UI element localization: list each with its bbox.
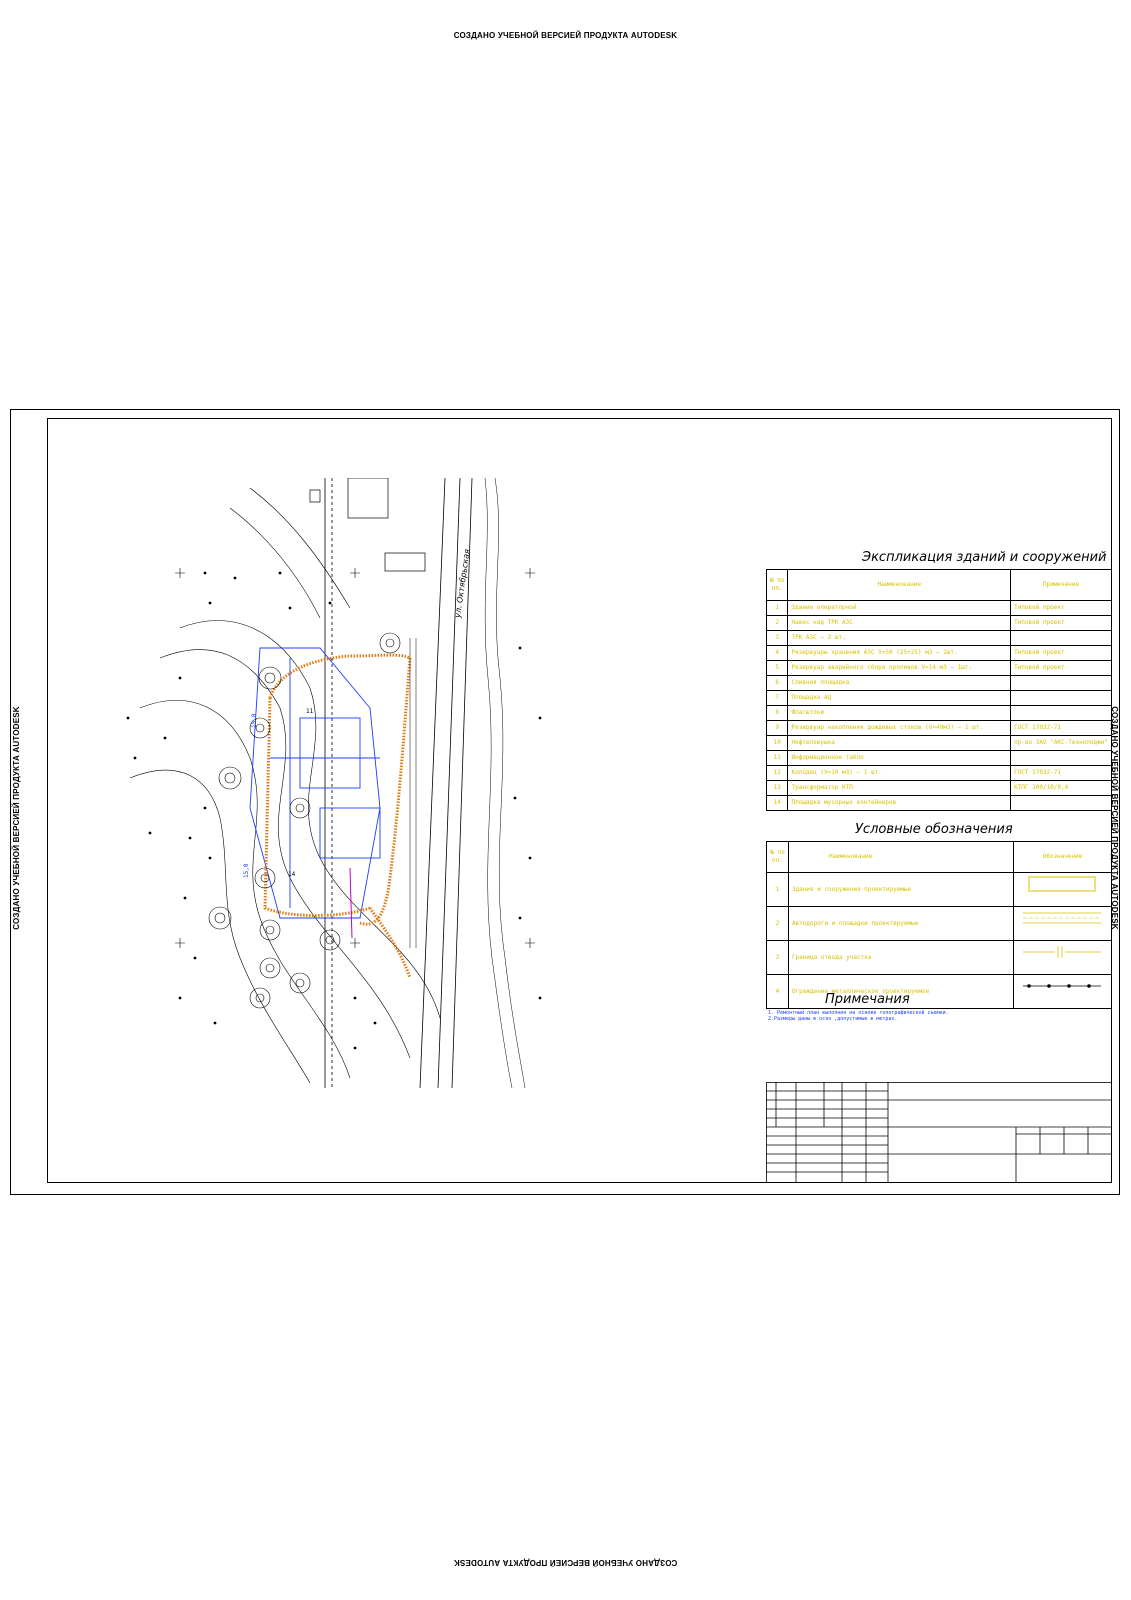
row-note <box>1010 750 1112 766</box>
row-name: Здания и сооружения проектируемые <box>787 872 1014 907</box>
row-name: Информационное табло <box>787 750 1012 766</box>
symbol-road <box>1012 906 1113 941</box>
row-note <box>1010 630 1112 646</box>
row-num: 8 <box>765 705 789 721</box>
header-symbol: Обозначение <box>1012 841 1113 873</box>
symbol-building <box>1012 872 1113 907</box>
header-num: № по пл. <box>765 569 789 601</box>
row-num: 12 <box>765 765 789 781</box>
row-note: Типовой проект <box>1010 600 1112 616</box>
row-num: 4 <box>765 645 789 661</box>
dimension-label: 15,0 <box>243 863 250 878</box>
row-num: 11 <box>765 750 789 766</box>
table-row: 4 Ограждение металлическое проектируемое <box>766 974 1113 1009</box>
note-line: 2.Размеры даны в осях ,допустимые в метр… <box>768 1016 898 1022</box>
row-num: 3 <box>766 940 789 975</box>
row-name: Сливная площадка <box>787 675 1012 691</box>
row-name: ТРК АЗС – 2 шт. <box>787 630 1012 646</box>
notes-text: 1. Ремонтный план выполнен на основе топ… <box>768 1010 949 1022</box>
plan-marker: 11 <box>306 708 314 715</box>
notes-title: Примечания <box>825 992 910 1007</box>
table-header-row: № по пл. Наименование Примечание <box>765 569 1112 601</box>
row-name: Нефтеловушка <box>787 735 1012 751</box>
row-name: Резервуар аварийного сбора проливов V=14… <box>787 660 1012 676</box>
row-name: Автодороги и площадки проектируемые <box>787 906 1014 941</box>
row-note: Типовой проект <box>1010 615 1112 631</box>
row-name: Площадка АЦ <box>787 690 1012 706</box>
header-name: Наименование <box>787 841 1014 873</box>
row-name: Граница отвода участка <box>787 940 1014 975</box>
row-note: пр-во ЗАО "АКС-Технолоджи" <box>1010 735 1112 751</box>
row-num: 2 <box>765 615 789 631</box>
drawing-frame <box>47 418 1112 1183</box>
row-name: Резервуары хранения АЗС V=50 (25+25) м3 … <box>787 645 1012 661</box>
header-note: Примечание <box>1010 569 1112 601</box>
title-block-stamp <box>766 1082 1112 1183</box>
row-name: Навес над ТРК АЗС <box>787 615 1012 631</box>
row-note <box>1010 795 1112 811</box>
legend-title: Условные обозначения <box>855 822 1013 837</box>
legend-table: № по пл. Наименование Обозначение 1 Здан… <box>766 841 1113 1009</box>
row-note <box>1010 705 1112 721</box>
row-num: 7 <box>765 690 789 706</box>
row-num: 3 <box>765 630 789 646</box>
symbol-boundary <box>1012 940 1113 975</box>
row-num: 5 <box>765 660 789 676</box>
watermark-bottom: СОЗДАНО УЧЕБНОЙ ВЕРСИЕЙ ПРОДУКТА AUTODES… <box>453 1558 678 1567</box>
plan-marker: 14 <box>288 871 296 878</box>
row-name: Резервуар накопления дождевых стоков (V=… <box>787 720 1012 736</box>
watermark-top: СОЗДАНО УЧЕБНОЙ ВЕРСИЕЙ ПРОДУКТА AUTODES… <box>453 31 678 40</box>
row-name: Флагштоки <box>787 705 1012 721</box>
row-name: Трансформатор КТП <box>787 780 1012 796</box>
row-name: Площадка мусорных контейнеров <box>787 795 1012 811</box>
row-num: 4 <box>766 974 789 1009</box>
row-note: ГОСТ 17032-71 <box>1010 720 1112 736</box>
row-note: Типовой проект <box>1010 660 1112 676</box>
row-note <box>1010 690 1112 706</box>
row-num: 13 <box>765 780 789 796</box>
row-note: Типовой проект <box>1010 645 1112 661</box>
header-name: Наименование <box>787 569 1012 601</box>
row-name: Ограждение металлическое проектируемое <box>787 974 1014 1009</box>
explication-title: Экспликация зданий и сооружений <box>862 550 1107 565</box>
table-row: 3 Граница отвода участка <box>766 940 1113 975</box>
table-row: 1 Здания и сооружения проектируемые <box>766 872 1113 907</box>
row-num: 1 <box>766 872 789 907</box>
row-num: 1 <box>765 600 789 616</box>
dimension-label: 15,0 <box>251 713 258 728</box>
row-note <box>1010 675 1112 691</box>
row-num: 10 <box>765 735 789 751</box>
row-note: ГОСТ 17032-71 <box>1010 765 1112 781</box>
row-name: Здание операторной <box>787 600 1012 616</box>
header-num: № по пл. <box>766 841 789 873</box>
site-plan-drawing: ул. Октябрьская <box>126 478 542 1088</box>
row-num: 9 <box>765 720 789 736</box>
row-num: 14 <box>765 795 789 811</box>
row-name: Колодец (V=10 м3) – 1 шт. <box>787 765 1012 781</box>
row-note: КТПГ 100/10/0,4 <box>1010 780 1112 796</box>
row-num: 6 <box>765 675 789 691</box>
table-row: 2 Автодороги и площадки проектируемые <box>766 906 1113 941</box>
symbol-fence <box>1012 974 1113 1009</box>
drawing-sheet <box>10 409 1120 1195</box>
row-num: 2 <box>766 906 789 941</box>
table-header-row: № по пл. Наименование Обозначение <box>766 841 1113 873</box>
note-line: 1. Ремонтный план выполнен на основе топ… <box>768 1010 949 1016</box>
